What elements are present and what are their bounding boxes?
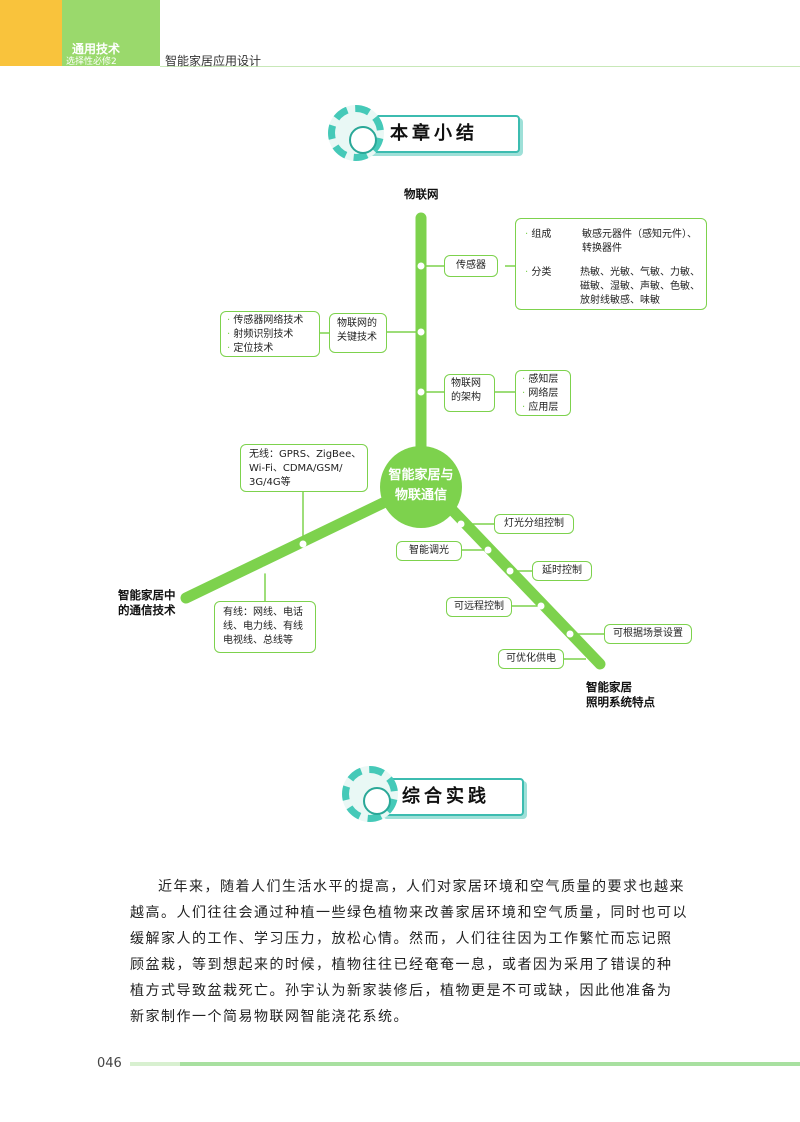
architecture-layers-box: · 感知层 · 网络层 · 应用层 (515, 370, 571, 416)
architecture-box: 物联网 的架构 (444, 374, 495, 412)
composition-label: · 组成 (525, 229, 552, 240)
header-yellow-block (0, 0, 62, 66)
feature-box: 延时控制 (532, 561, 592, 581)
wireless-line-2: Wi-Fi、CDMA/GSM/ (249, 463, 343, 474)
classification-line-1: 热敏、光敏、气敏、力敏、 (580, 267, 700, 278)
chapter-title: 智能家居应用设计 (165, 54, 262, 68)
summary-title: 本章小结 (366, 115, 520, 153)
wireless-line-3: 3G/4G等 (249, 477, 291, 488)
feature-box: 可根据场景设置 (604, 624, 692, 644)
composition-line-1: 敏感元器件（感知元件）、 (582, 229, 697, 240)
wired-line-1: 有线：网线、电话 (223, 607, 303, 618)
header-rule (160, 66, 800, 67)
architecture-line-1: 物联网 (451, 378, 481, 389)
architecture-line-2: 的架构 (451, 392, 481, 403)
book-icon (349, 126, 377, 154)
book-title: 通用技术 (72, 42, 121, 56)
wireless-box: 无线：GPRS、ZigBee、 Wi-Fi、CDMA/GSM/ 3G/4G等 (240, 444, 368, 492)
comm-label: 智能家居中 的通信技术 (118, 588, 176, 617)
classification-label: · 分类 (525, 267, 552, 278)
wireless-line-1: 无线：GPRS、ZigBee、 (249, 449, 362, 460)
feature-box: 智能调光 (396, 541, 462, 561)
sensor-box: 传感器 (444, 255, 498, 277)
wired-line-3: 电视线、总线等 (223, 635, 293, 646)
feature-box: 可远程控制 (446, 597, 512, 617)
key-tech-item-2: · 射频识别技术 (227, 329, 294, 340)
wired-box: 有线：网线、电话 线、电力线、有线 电视线、总线等 (214, 601, 316, 653)
composition-line-2: 转换器件 (582, 243, 622, 254)
header-green-block (62, 0, 160, 66)
classification-line-2: 磁敏、湿敏、声敏、色敏、 (580, 281, 700, 292)
practice-title: 综合实践 (380, 778, 524, 816)
paragraph-line: 越高。人们往往会通过种植一些绿色植物来改善家居环境和空气质量，同时也可以 (130, 905, 688, 921)
center-line-1: 智能家居与 (388, 468, 454, 483)
iot-label: 物联网 (404, 187, 439, 201)
layer-3: · 应用层 (522, 402, 559, 413)
key-tech-item-1: · 传感器网络技术 (227, 315, 304, 326)
layer-2: · 网络层 (522, 388, 559, 399)
book-subtitle: 选择性必修2 (66, 57, 117, 67)
footer-bar-light (130, 1062, 180, 1066)
gear-icon (328, 105, 384, 161)
tools-gear-icon (342, 766, 398, 822)
sensor-detail-box (515, 218, 707, 310)
paragraph-line: 顾盆栽，等到想起来的时候，植物往往已经奄奄一息，或者因为采用了错误的种 (130, 957, 673, 973)
comm-branch (180, 484, 416, 604)
key-tech-line-1: 物联网的 (337, 318, 377, 329)
paragraph-line: 新家制作一个简易物联网智能浇花系统。 (130, 1009, 409, 1025)
layer-1: · 感知层 (522, 374, 559, 385)
feature-box: 灯光分组控制 (494, 514, 574, 534)
wired-line-2: 线、电力线、有线 (223, 621, 303, 632)
page-number: 046 (97, 1056, 122, 1071)
wrench-icon (363, 787, 391, 815)
lighting-label: 智能家居 照明系统特点 (586, 680, 655, 709)
key-tech-line-2: 关键技术 (337, 332, 377, 343)
feature-box: 可优化供电 (498, 649, 564, 669)
sensor-label: 传感器 (456, 260, 486, 271)
classification-line-3: 放射线敏感、味敏 (580, 295, 660, 306)
paragraph-line: 植方式导致盆栽死亡。孙宇认为新家装修后，植物更是不可或缺，因此他准备为 (130, 983, 673, 999)
footer-bar (180, 1062, 800, 1066)
key-tech-item-3: · 定位技术 (227, 343, 274, 354)
center-node: 智能家居与 物联通信 (380, 446, 462, 528)
paragraph-line: 近年来，随着人们生活水平的提高，人们对家居环境和空气质量的要求也越来 (158, 879, 685, 895)
center-line-2: 物联通信 (394, 488, 447, 503)
key-tech-box: 物联网的 关键技术 (329, 313, 387, 353)
key-tech-items-box: · 传感器网络技术 · 射频识别技术 · 定位技术 (220, 311, 320, 357)
paragraph-line: 缓解家人的工作、学习压力，放松心情。然而，人们往往因为工作繁忙而忘记照 (130, 931, 673, 947)
